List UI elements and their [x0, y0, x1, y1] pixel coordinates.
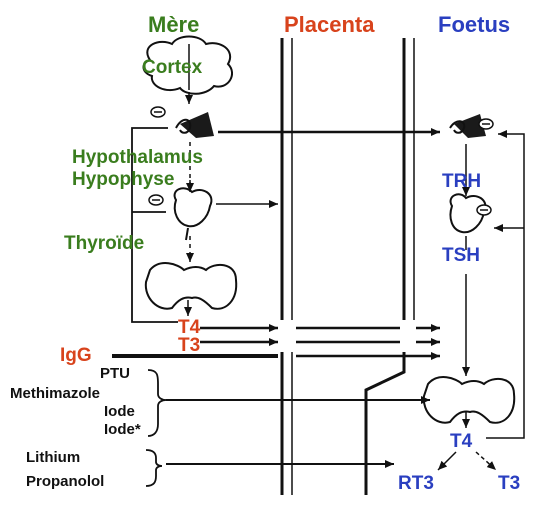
- header-fetus: Foetus: [438, 12, 511, 37]
- transfer-arrows: [112, 128, 440, 468]
- hypothalamus-icon: [175, 112, 214, 138]
- label-thyroide: Thyroïde: [64, 233, 145, 254]
- label-fetal-t3: T3: [498, 473, 521, 494]
- label-mother-t3: T3: [178, 335, 201, 356]
- label-rt3: RT3: [398, 473, 434, 494]
- header-placenta: Placenta: [284, 12, 375, 37]
- label-trh: TRH: [442, 171, 482, 192]
- label-hypophyse: Hypophyse: [72, 169, 175, 190]
- mother-arrows: [131, 92, 278, 323]
- drug-methimazole: Methimazole: [10, 385, 101, 402]
- placenta-right-wall: [364, 38, 406, 495]
- drug-iode: Iode: [104, 403, 135, 420]
- placenta-walls: [280, 38, 415, 495]
- drug-lithium: Lithium: [26, 449, 81, 466]
- pituitary-icon: [173, 187, 213, 241]
- header-mother: Mère: [148, 12, 200, 37]
- fetal-thyroid-icon: [422, 376, 516, 424]
- drug-propanolol: Propanolol: [26, 473, 105, 490]
- inhibition-sign-icon: [148, 106, 494, 216]
- label-fetal-t4: T4: [450, 431, 473, 452]
- fetus-arrows: [437, 130, 525, 471]
- label-mother-t4: T4: [178, 317, 201, 338]
- fetal-hypothalamus-icon: [449, 114, 486, 138]
- thyroid-icon: [144, 262, 238, 310]
- label-tsh: TSH: [442, 245, 480, 266]
- drug-ptu: PTU: [100, 365, 130, 382]
- label-hypothalamus: Hypothalamus: [72, 147, 203, 168]
- brain-icon: [142, 35, 233, 95]
- label-cortex: Cortex: [142, 57, 203, 78]
- label-igg: IgG: [60, 345, 92, 366]
- drug-iode-star: Iode*: [104, 421, 141, 438]
- drug-braces: [145, 369, 167, 487]
